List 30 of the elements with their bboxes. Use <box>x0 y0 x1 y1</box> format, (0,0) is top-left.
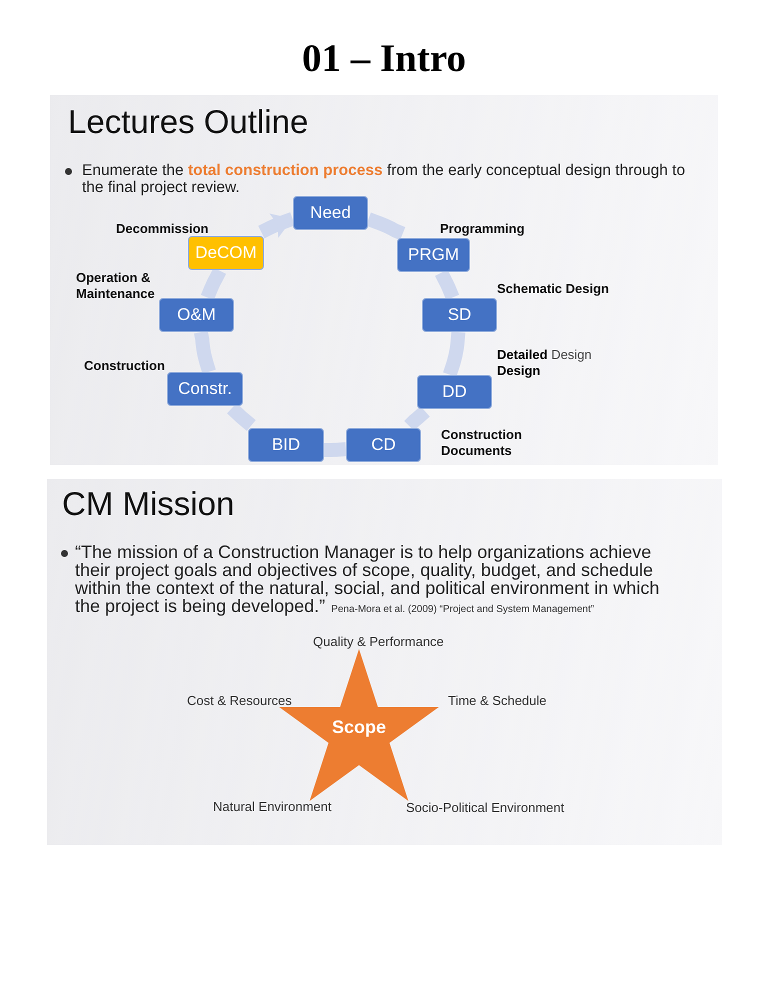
phase-label: Detailed Design Design <box>497 347 593 379</box>
process-box: SD <box>422 298 497 332</box>
process-box: Constr. <box>167 372 243 406</box>
phase-label: Decommission <box>116 221 208 237</box>
phase-label: Schematic Design <box>497 281 609 297</box>
process-box: BID <box>248 428 324 462</box>
cycle-arrow <box>260 213 293 238</box>
slide-panel <box>47 479 722 845</box>
phase-label: Programming <box>440 221 525 237</box>
point-label: Cost & Resources <box>187 693 292 709</box>
process-box: DD <box>417 375 492 409</box>
slide-panel <box>50 95 718 465</box>
star-label: Scope <box>332 717 386 738</box>
process-box: PRGM <box>397 238 470 272</box>
point-label: Socio-Political Environment <box>406 800 564 816</box>
page-title: 01 – Intro <box>302 36 466 81</box>
point-label: Natural Environment <box>213 799 332 815</box>
bullet-text: Enumerate the total construction process from the early conceptual design through to the final project review. <box>82 162 686 196</box>
slide-title: Lectures Outline <box>68 103 308 141</box>
point-label: Quality & Performance <box>313 634 444 650</box>
phase-label: Construction Documents <box>441 427 523 459</box>
slide-title: CM Mission <box>62 485 234 523</box>
process-box: CD <box>346 428 421 462</box>
process-box: DeCOM <box>188 236 264 270</box>
process-box: O&M <box>159 298 234 332</box>
phase-label: Operation & Maintenance <box>76 270 156 302</box>
point-label: Time & Schedule <box>448 693 547 709</box>
phase-label: Construction <box>84 358 165 374</box>
process-box: Need <box>293 196 368 230</box>
bullet-text: “The mission of a Construction Manager is to help organizations achieve their project goals and objectives of scope, quality, budget, and schedule within the context of the natural, social, and political environment in which the project is being developed.” Pena-Mora et al. (2009) “Project and System Management” <box>75 543 660 618</box>
